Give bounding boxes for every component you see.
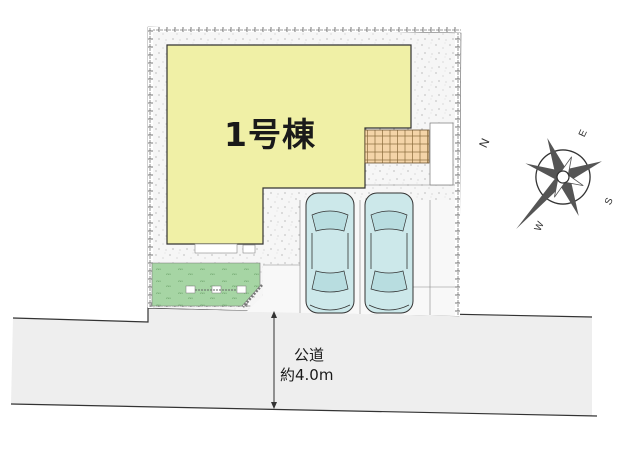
car-1 (305, 192, 355, 314)
road-width-dimension (271, 311, 277, 409)
compass-rose-icon (516, 138, 602, 230)
fence-west (148, 27, 153, 308)
road-width-label: 約4.0m (280, 366, 334, 384)
meter-box (242, 244, 256, 254)
building-label: 1号棟 (224, 115, 316, 154)
fence-north (148, 27, 461, 32)
car-2 (364, 192, 414, 314)
garden (151, 262, 263, 308)
road-name: 公道 (294, 346, 325, 364)
outdoor-unit (194, 243, 238, 254)
tile-terrace (364, 129, 430, 164)
fence-east (455, 33, 460, 316)
storage-area (429, 122, 454, 186)
